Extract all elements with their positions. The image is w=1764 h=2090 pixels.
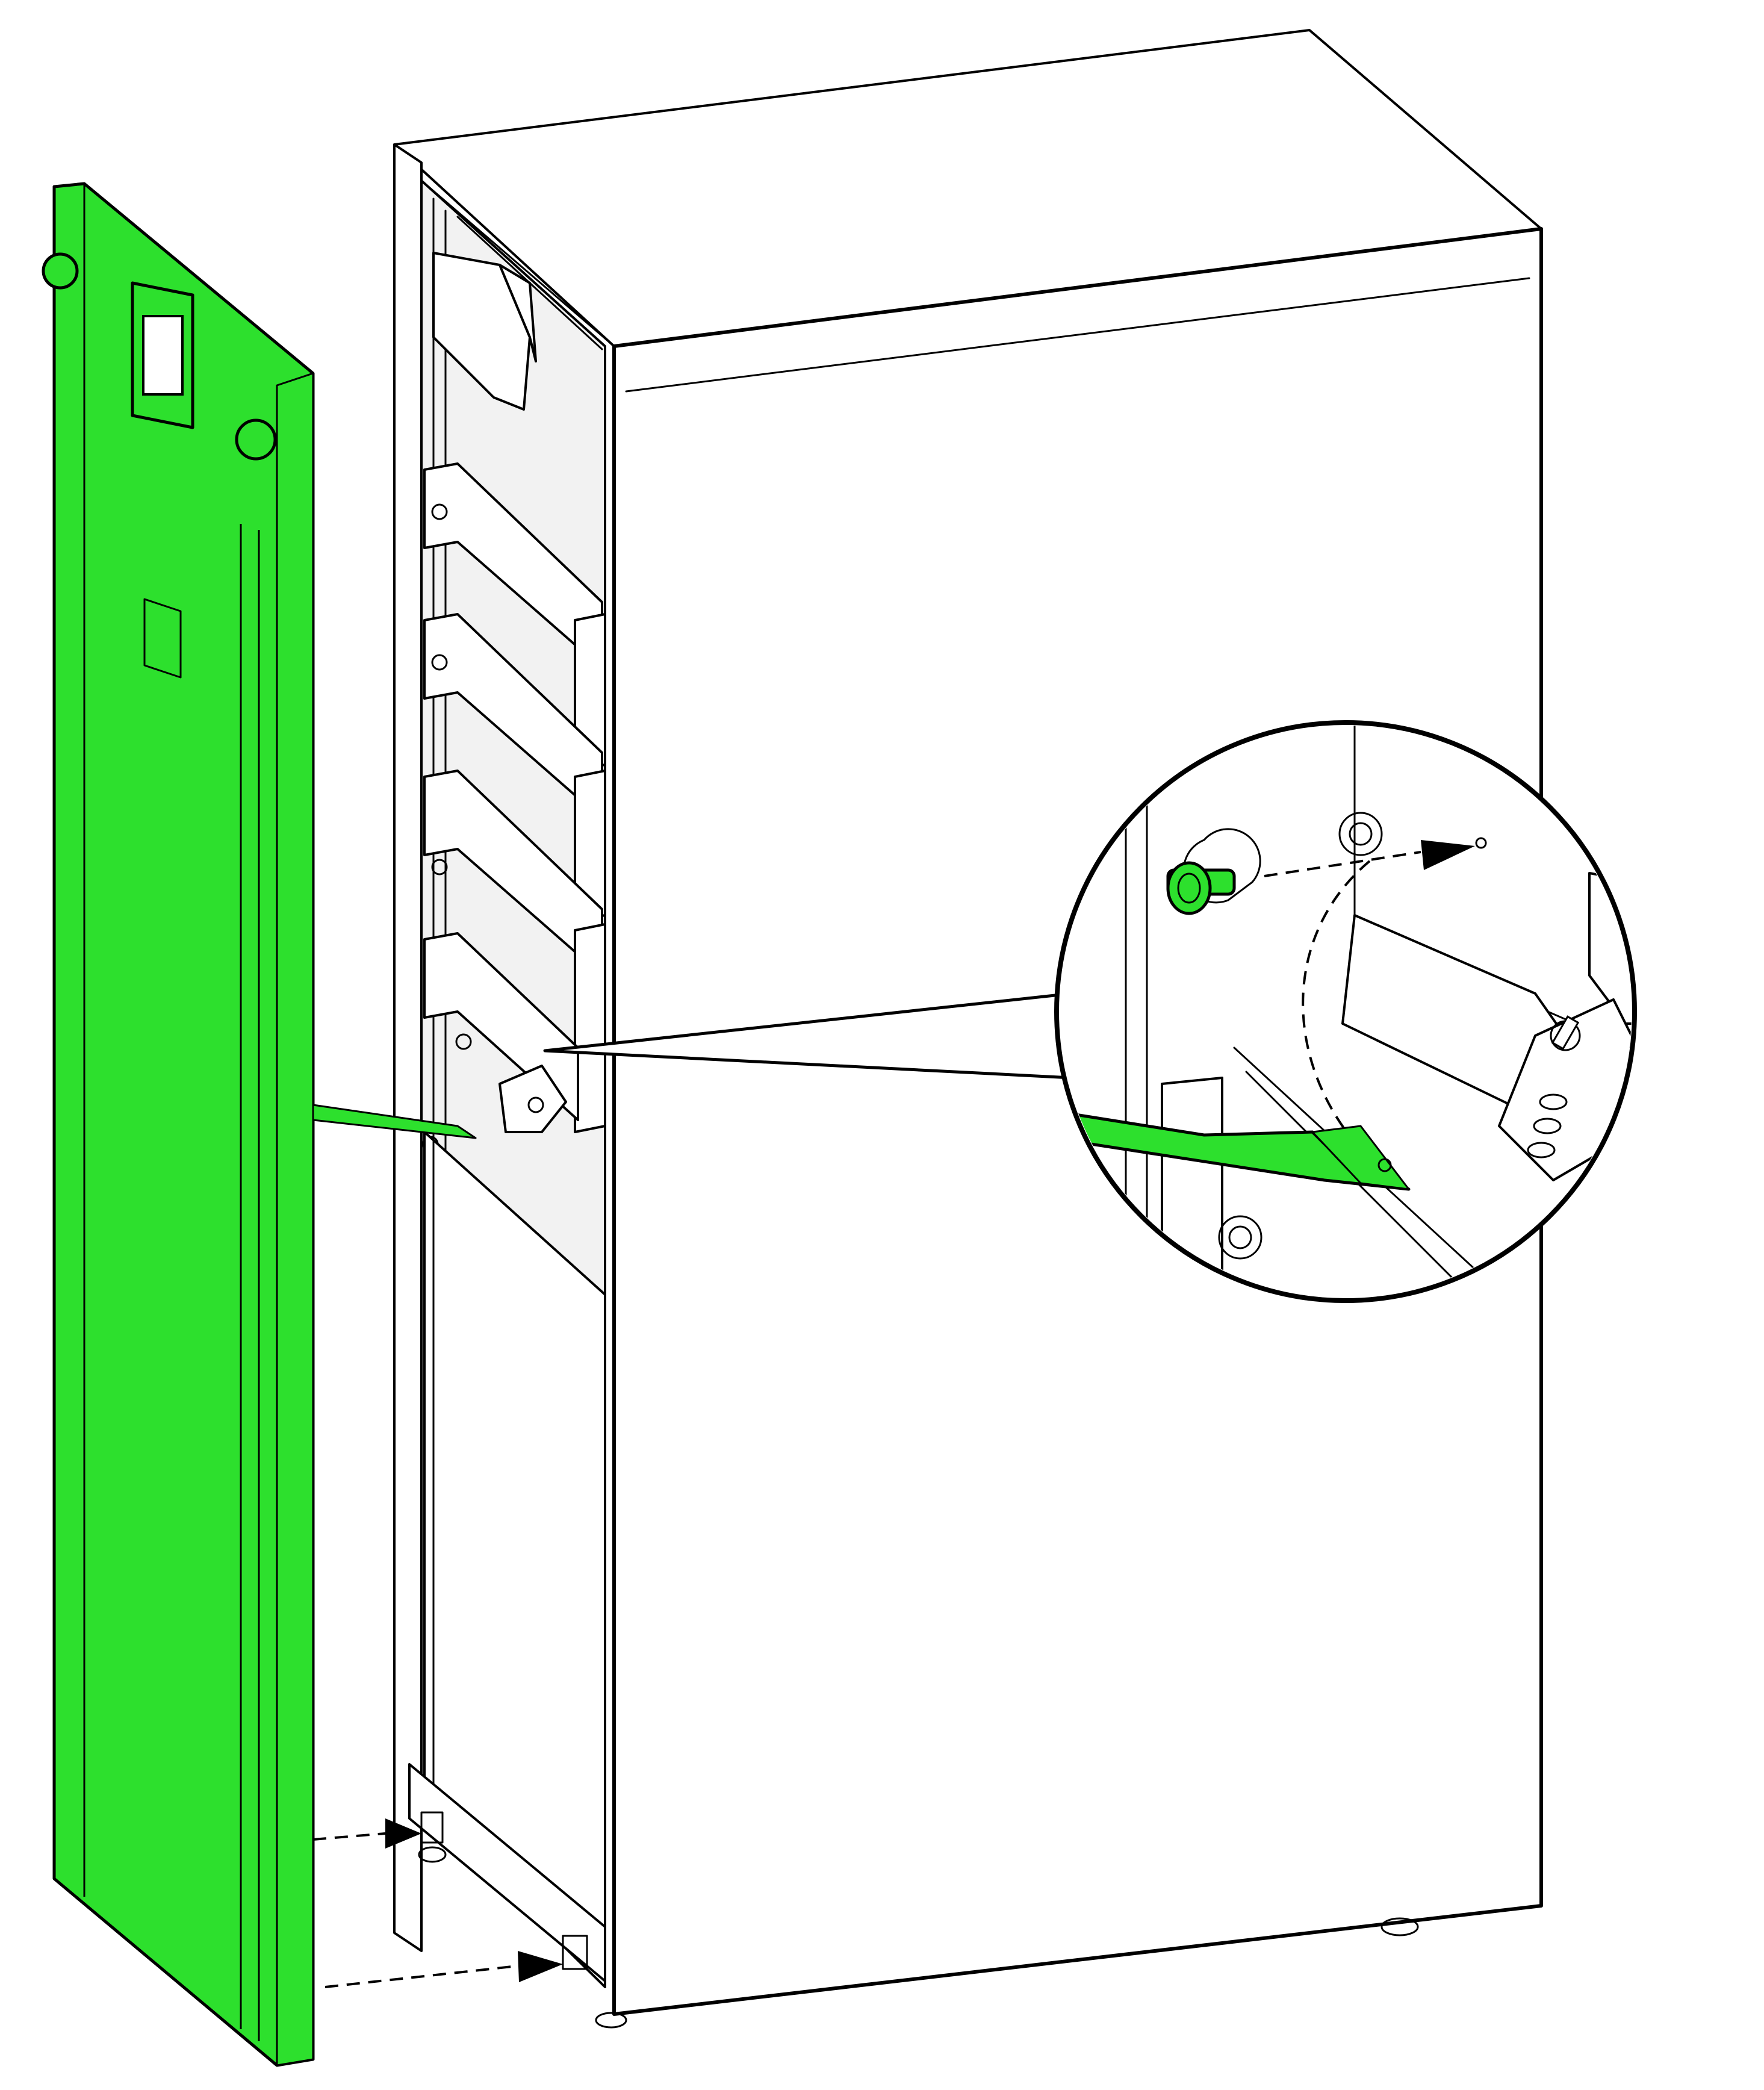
cabinet-frame-post xyxy=(393,143,423,1952)
battery-module-3 xyxy=(423,770,606,1133)
front-panel-body xyxy=(52,182,315,2067)
front-panel-icon xyxy=(42,182,477,2067)
panel-knob-right xyxy=(235,418,277,461)
battery-module-2 xyxy=(423,613,606,922)
arrow-icon xyxy=(312,1818,563,1988)
panel-knob-top xyxy=(42,252,79,290)
cabinet-base xyxy=(408,1763,606,1982)
battery-module-1 xyxy=(423,462,606,772)
detail-callout xyxy=(543,720,1637,1303)
panel-strap xyxy=(312,1104,477,1139)
panel-badge xyxy=(143,598,182,679)
screw-icon xyxy=(1166,861,1236,915)
front-panel-side xyxy=(276,372,314,2067)
